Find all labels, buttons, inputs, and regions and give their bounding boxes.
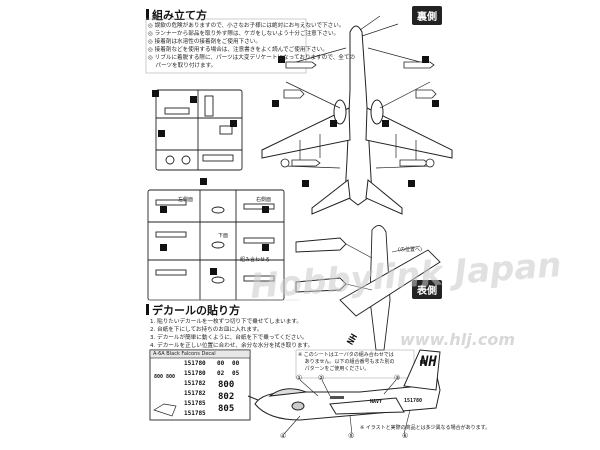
decal-section-title: デカールの貼り方 bbox=[146, 302, 240, 318]
code-decal-small: 800 bbox=[166, 374, 176, 380]
lower-label: 下面 bbox=[218, 233, 229, 239]
code-decal: 02 bbox=[217, 370, 225, 377]
top-view-tag: 裏側 bbox=[412, 6, 442, 25]
assembly-notes: ◎ 誤飲の危険がありますので、小さなお子様には絶対にお与えないで下さい。 ◎ ラ… bbox=[148, 22, 355, 70]
left-side-label: 左側面 bbox=[178, 197, 194, 203]
code-decal-large: 800 bbox=[218, 380, 235, 390]
decal-step: 2. 台紙を下にしてお持ちのお皿に入れます。 bbox=[150, 327, 263, 333]
sheet-note: ありません。以下の組合番号もまた別の bbox=[298, 359, 395, 365]
inset-tail-code: NH bbox=[346, 332, 361, 347]
serial-decal: 151785 bbox=[184, 410, 206, 417]
note-line: ◎ 接着剤は水溶性の接着剤をご使用下さい。 bbox=[148, 39, 261, 45]
sheet-note: ※ このシートはエーバタの組み合わせでは bbox=[298, 352, 394, 358]
note-line: パーツを取り付けます。 bbox=[148, 63, 217, 69]
fold-label: (の位置へ) bbox=[398, 247, 422, 253]
section-marker bbox=[146, 9, 149, 20]
watermark-brand: Hobbylink Japan bbox=[248, 245, 563, 307]
callout-number: ⑤ bbox=[348, 432, 355, 440]
callout-number: ① bbox=[296, 374, 303, 382]
callout-number: ② bbox=[318, 374, 325, 382]
decal-sheet-notes: ※ このシートはエーバタの組み合わせでは ありません。以下の組合番号もまた別の … bbox=[298, 352, 394, 373]
decal-steps: 1. 貼りたいデカールを一枚ずつ切り下で乗せてしまいます。 2. 台紙を下にして… bbox=[150, 318, 313, 350]
footnote: ※ イラストと実際の商品とは多少異なる場合があります。 bbox=[360, 425, 491, 431]
note-line: ◎ 誤飲の危険がありますので、小さなお子様には絶対にお与えないで下さい。 bbox=[148, 23, 345, 29]
callout-number: ③ bbox=[394, 374, 401, 382]
serial-marking: 151780 bbox=[404, 398, 423, 404]
callout-number: ⑥ bbox=[402, 432, 409, 440]
combine-label: 組み合わせる bbox=[240, 257, 271, 263]
code-decal-large: 802 bbox=[218, 392, 235, 402]
code-decal: 05 bbox=[232, 370, 240, 377]
decal-sheet-header: A-6A Black Falcons Decal bbox=[153, 351, 216, 357]
section-marker bbox=[146, 304, 149, 315]
decal-step: 4. デカールを正しい位置に合わせ、余分な水分を拭き取ります。 bbox=[150, 343, 314, 349]
code-decal: 00 bbox=[217, 360, 225, 367]
note-line: ◎ リブルに着脱する際に、パーツは大変デリケートになっておりますので、全ての bbox=[148, 55, 356, 61]
watermark-url: www.hlj.com bbox=[400, 330, 515, 349]
serial-decal: 151782 bbox=[184, 380, 206, 387]
assembly-section-title: 組み立て方 bbox=[146, 7, 207, 23]
bottom-view-tag: 表側 bbox=[412, 280, 442, 299]
code-decal-small: 800 bbox=[154, 374, 164, 380]
serial-decal: 151780 bbox=[184, 360, 206, 367]
code-decal-large: 805 bbox=[218, 404, 235, 414]
fuselage-navy-marking: NAVY bbox=[370, 399, 383, 405]
callout-number: ④ bbox=[280, 432, 287, 440]
decal-step: 3. デカールが簡単に動くように、台紙を下で乗ってください。 bbox=[150, 335, 308, 341]
right-side-label: 右側面 bbox=[256, 197, 272, 203]
serial-decal: 151785 bbox=[184, 400, 206, 407]
sheet-note: パターンをご使用ください。 bbox=[298, 366, 370, 372]
note-line: ◎ ランナーから部品を取り外す際は、ケガをしないよう十分ご注意下さい。 bbox=[148, 31, 340, 37]
runner-a bbox=[155, 89, 243, 171]
note-line: ◎ 接着剤などを使用する場合は、注意書きをよく読んでご使用下さい。 bbox=[148, 47, 328, 53]
code-decal: 00 bbox=[232, 360, 240, 367]
serial-decal: 151782 bbox=[184, 390, 206, 397]
serial-decal: 151780 bbox=[184, 370, 206, 377]
tail-code-marking: NH bbox=[420, 354, 437, 370]
decal-step: 1. 貼りたいデカールを一枚ずつ切り下で乗せてしまいます。 bbox=[150, 319, 302, 325]
